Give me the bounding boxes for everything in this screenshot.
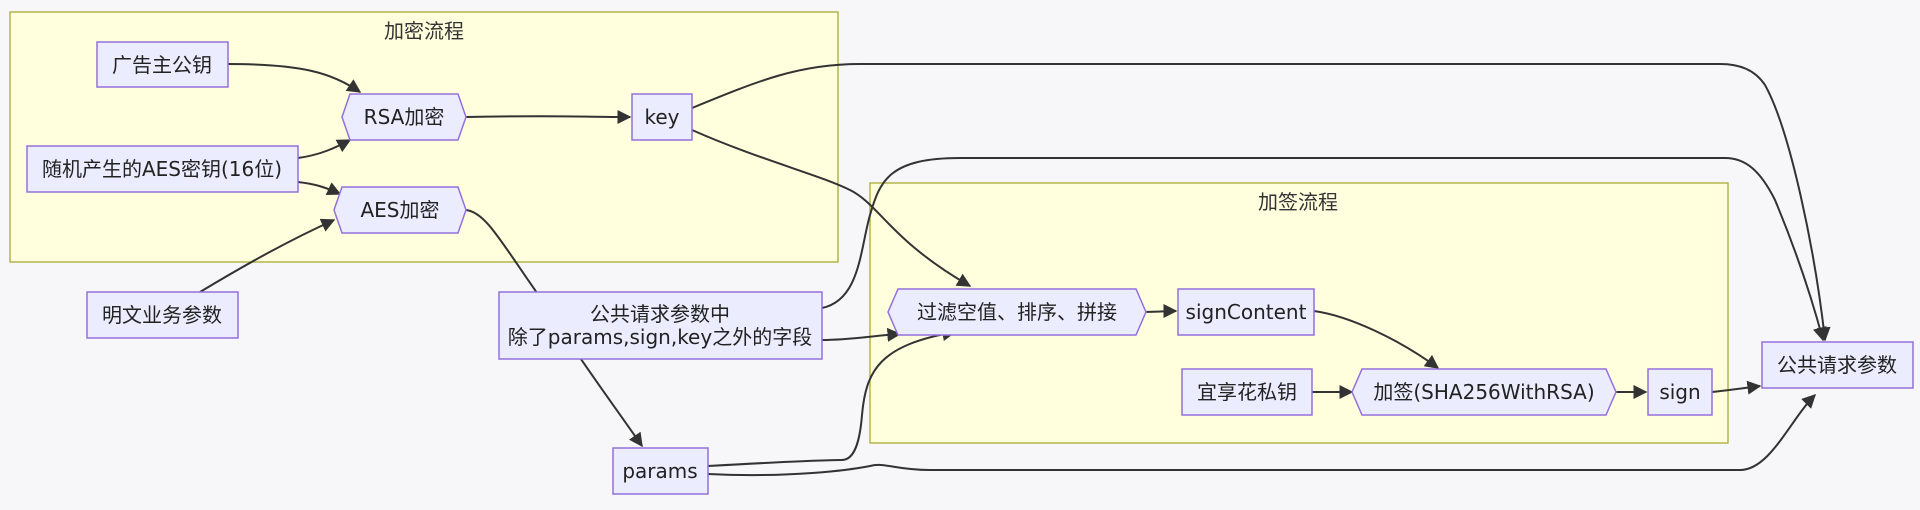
node-sign-label: sign: [1659, 380, 1700, 404]
node-public-params-box: [1761, 341, 1914, 389]
cluster-sign-title: 加签流程: [1258, 190, 1338, 214]
edge-fields-to-filter: [821, 327, 902, 342]
node-params-label: params: [622, 459, 697, 483]
node-adv-pubkey: 广告主公钥: [96, 41, 229, 88]
node-aes-encrypt: AES加密: [333, 186, 467, 234]
node-key-label: key: [644, 105, 679, 129]
node-random-aes-key-label: 随机产生的AES密钥(16位): [42, 157, 282, 181]
node-public-params-label: 公共请求参数: [1777, 353, 1897, 377]
node-yxh-private-key-label: 宜享花私钥: [1197, 380, 1297, 404]
node-adv-pubkey-label: 广告主公钥: [112, 53, 212, 77]
node-aes-encrypt-label: AES加密: [360, 198, 439, 222]
edge-sign-to-public: [1711, 380, 1762, 395]
node-public-fields-box: [498, 291, 823, 360]
edge-params-to-public: [707, 394, 1816, 477]
edge-pubkey-to-rsa: [227, 63, 362, 93]
edge-aeskey-to-aes: [297, 181, 342, 196]
cluster-encrypt-title: 加密流程: [384, 19, 464, 43]
node-public-fields: 公共请求参数中 除了params,sign,key之外的字段: [498, 291, 823, 360]
node-sign-rsa: 加签(SHA256WithRSA): [1351, 368, 1617, 416]
node-filter-sort-concat-shape: [887, 288, 1147, 336]
node-adv-pubkey-box: [96, 41, 229, 88]
node-sign-content: signContent: [1177, 288, 1315, 336]
node-plain-params-label: 明文业务参数: [102, 303, 222, 327]
edge-signcontent-to-signrsa: [1313, 310, 1440, 369]
node-params-box: [612, 447, 709, 495]
edge-params-to-filter: [707, 327, 957, 467]
edge-filter-to-signcontent: [1143, 304, 1178, 319]
edge-rsa-to-key: [465, 109, 632, 124]
node-public-fields-line1: 公共请求参数中: [590, 302, 730, 326]
node-random-aes-key-box: [26, 145, 299, 193]
node-filter-sort-concat-label: 过滤空值、排序、拼接: [917, 300, 1117, 324]
node-params: params: [612, 447, 709, 495]
edge-fields-to-public: [821, 157, 1827, 342]
node-public-fields-line2: 除了params,sign,key之外的字段: [508, 325, 812, 349]
node-sign-content-label: signContent: [1186, 300, 1307, 324]
node-rsa-encrypt: RSA加密: [341, 93, 467, 141]
node-random-aes-key: 随机产生的AES密钥(16位): [26, 145, 299, 193]
node-rsa-encrypt-shape: [341, 93, 467, 141]
node-sign-rsa-shape: [1351, 368, 1617, 416]
node-key: key: [631, 93, 693, 141]
node-rsa-encrypt-label: RSA加密: [364, 105, 445, 129]
node-key-box: [631, 93, 693, 141]
edge-key-to-public: [691, 63, 1831, 342]
edge-key-to-filter: [691, 129, 972, 287]
node-yxh-private-key: 宜享花私钥: [1181, 368, 1313, 416]
node-plain-params: 明文业务参数: [86, 291, 239, 339]
edge-plain-to-aes: [199, 218, 336, 293]
node-filter-sort-concat: 过滤空值、排序、拼接: [887, 288, 1147, 336]
node-public-params: 公共请求参数: [1761, 341, 1914, 389]
node-yxh-private-key-box: [1181, 368, 1313, 416]
edge-aeskey-to-rsa: [297, 139, 352, 159]
node-sign: sign: [1647, 368, 1713, 416]
node-sign-content-box: [1177, 288, 1315, 336]
node-sign-box: [1647, 368, 1713, 416]
node-plain-params-box: [86, 291, 239, 339]
node-sign-rsa-label: 加签(SHA256WithRSA): [1373, 380, 1594, 404]
node-aes-encrypt-shape: [333, 186, 467, 234]
